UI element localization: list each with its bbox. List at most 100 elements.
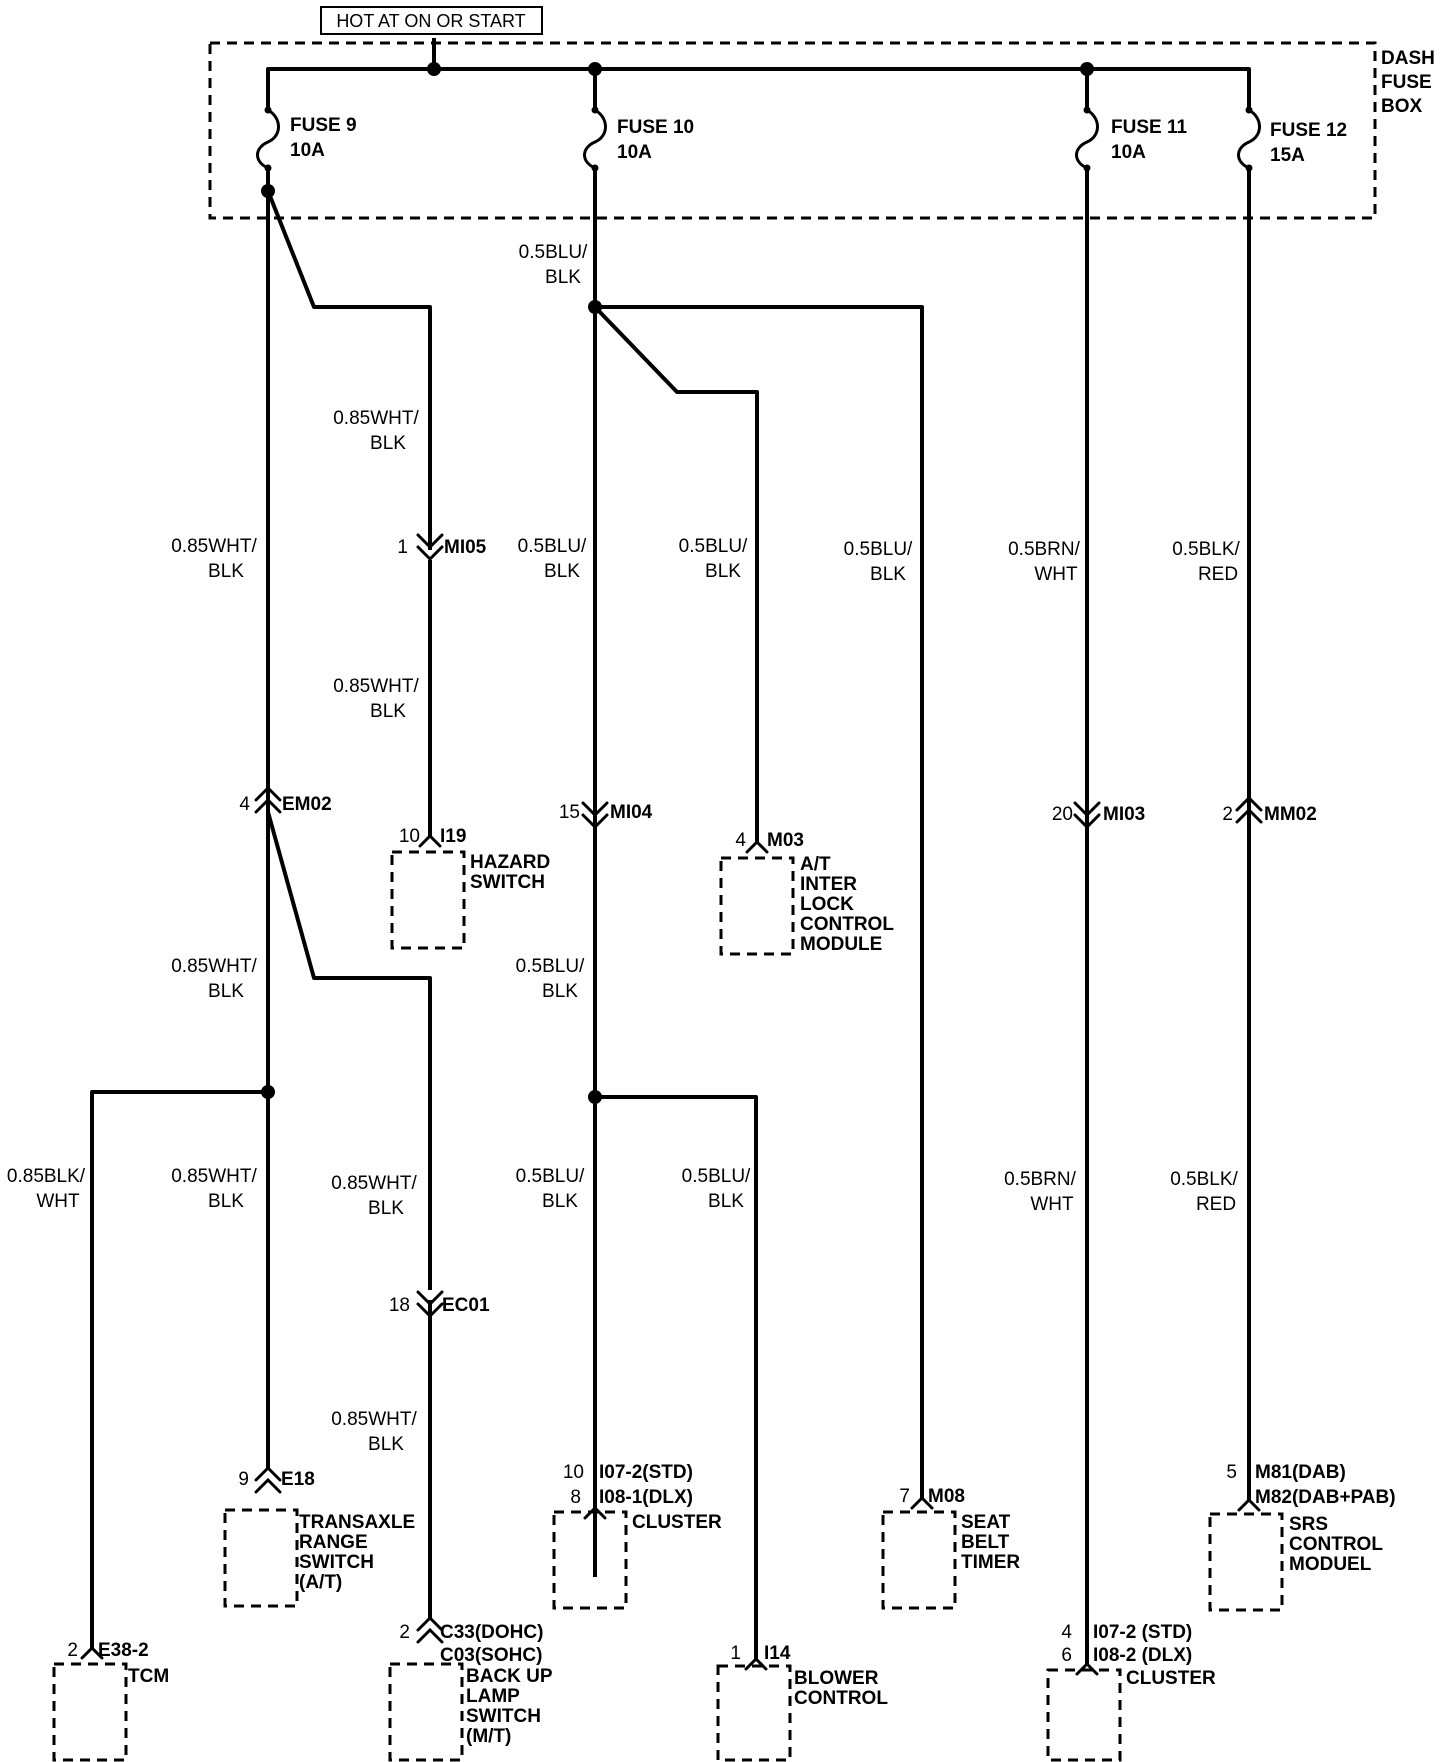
- seat-belt-timer-label: BELT: [961, 1532, 1010, 1553]
- blower-control-label: CONTROL: [794, 1688, 888, 1709]
- wire-label: WHT: [36, 1191, 80, 1212]
- srs-control-label: CONTROL: [1289, 1534, 1383, 1555]
- connector-e18-name: E18: [281, 1469, 315, 1490]
- backup-lamp-label: SWITCH: [466, 1706, 541, 1727]
- connector-c33-symbol: [416, 1615, 444, 1644]
- connector-c33-name2: C03(SOHC): [440, 1645, 542, 1666]
- at-interlock-label: LOCK: [800, 894, 854, 915]
- at-interlock-label: MODULE: [800, 934, 882, 955]
- fuse-12: FUSE 12 15A: [1237, 106, 1347, 172]
- at-interlock-label: INTER: [800, 874, 857, 895]
- connector-ec01-name: EC01: [442, 1295, 490, 1316]
- connector-mi05-symbol: [416, 533, 444, 562]
- wire-label: RED: [1196, 1194, 1236, 1215]
- connector-mi04-pin: 15: [559, 802, 580, 823]
- wire-to-mi05: [266, 190, 432, 550]
- tcm-box: [52, 1662, 128, 1762]
- fuse-10: FUSE 10 10A: [583, 106, 694, 172]
- fuse-box-label-3: BOX: [1381, 96, 1423, 117]
- backup-lamp-label: BACK UP: [466, 1666, 553, 1687]
- wire-label: 0.5BLU/: [516, 1166, 585, 1187]
- pin-i14-symbol: [744, 1656, 768, 1671]
- connector-m03-pin: 4: [735, 830, 746, 851]
- connector-c33-name1: C33(DOHC): [440, 1622, 543, 1643]
- connector-e38-pin: 2: [67, 1640, 78, 1661]
- connector-i07b-name1: I07-2 (STD): [1093, 1622, 1192, 1643]
- connector-ec01-pin: 18: [389, 1295, 410, 1316]
- connector-m08-pin: 7: [899, 1486, 910, 1507]
- srs-control-label: MODUEL: [1289, 1554, 1372, 1575]
- connector-mi04-symbol: [581, 801, 609, 830]
- wire-label: 0.5BLU/: [516, 956, 585, 977]
- wire-label: BLK: [368, 1198, 404, 1219]
- connector-ec01-symbol: [416, 1290, 444, 1319]
- srs-control-label: SRS: [1289, 1514, 1328, 1535]
- at-interlock-label: A/T: [800, 854, 831, 875]
- wire-label: 0.85WHT/: [171, 956, 257, 977]
- wire-label: 0.85WHT/: [171, 1166, 257, 1187]
- wire-label: BLK: [870, 564, 906, 585]
- connector-mi05-name: MI05: [444, 537, 487, 558]
- hot-label-text: HOT AT ON OR START: [336, 11, 525, 31]
- connector-i07b-pin1: 4: [1061, 1622, 1072, 1643]
- wire-label: 0.85WHT/: [331, 1409, 417, 1430]
- wire-label: BLK: [542, 1191, 578, 1212]
- at-interlock-label: CONTROL: [800, 914, 894, 935]
- cluster-box-1: [552, 1510, 628, 1610]
- connector-mi05-pin: 1: [397, 537, 408, 558]
- wire-label: 0.85WHT/: [333, 676, 419, 697]
- wire-label: 0.5BLU/: [518, 536, 587, 557]
- blower-control-box: [716, 1664, 792, 1762]
- wire-label: 0.5BRN/: [1008, 539, 1081, 560]
- fuse-box-label-1: DASH: [1381, 48, 1435, 69]
- fuse-9-rating: 10A: [290, 140, 325, 161]
- connector-c33-pin: 2: [399, 1622, 410, 1643]
- connector-m81-name1: M81(DAB): [1255, 1462, 1346, 1483]
- connector-i07-pin1: 10: [563, 1462, 584, 1483]
- connector-i19-name: I19: [440, 826, 466, 847]
- wire-label: 0.5BLU/: [519, 242, 588, 263]
- hazard-switch-box: [390, 850, 466, 950]
- transaxle-switch-label: (A/T): [299, 1572, 342, 1593]
- connector-i07-name2: I08-1(DLX): [599, 1487, 693, 1508]
- backup-lamp-switch-box: [388, 1662, 464, 1762]
- fuse-9: FUSE 9 10A: [256, 106, 357, 172]
- wire-label: 0.5BLK/: [1172, 539, 1240, 560]
- connector-e18-symbol: [254, 1465, 282, 1494]
- wire-label: BLK: [208, 981, 244, 1002]
- wire-to-ec01: [266, 811, 432, 1290]
- fuse-bus: [266, 67, 1251, 108]
- connector-i07b-name2: I08-2 (DLX): [1093, 1645, 1192, 1666]
- wire-label: 0.85WHT/: [331, 1173, 417, 1194]
- backup-lamp-label: LAMP: [466, 1686, 520, 1707]
- wire-label: RED: [1198, 564, 1238, 585]
- connector-mi04-name: MI04: [610, 802, 653, 823]
- transaxle-range-switch-box: [223, 1508, 299, 1608]
- srs-control-module-box: [1208, 1512, 1284, 1612]
- bus-splice-3: [1080, 62, 1094, 76]
- wire-label: 0.85WHT/: [333, 408, 419, 429]
- transaxle-switch-label: SWITCH: [299, 1552, 374, 1573]
- at-interlock-module-box: [719, 856, 795, 956]
- cluster-label-1: CLUSTER: [632, 1512, 722, 1533]
- pin-m08-symbol: [910, 1495, 934, 1510]
- blower-control-label: BLOWER: [794, 1668, 879, 1689]
- fuse-10-name: FUSE 10: [617, 117, 694, 138]
- transaxle-switch-label: TRANSAXLE: [299, 1512, 415, 1533]
- connector-i07-pin2: 8: [570, 1487, 581, 1508]
- connector-em02-pin: 4: [239, 794, 250, 815]
- bus-splice-2: [588, 62, 602, 76]
- wire-to-m08: [595, 305, 924, 1498]
- connector-i07b-pin2: 6: [1061, 1645, 1072, 1666]
- cluster-label-2: CLUSTER: [1126, 1668, 1216, 1689]
- connector-m81-pin: 5: [1226, 1462, 1237, 1483]
- wire-label: 0.85WHT/: [171, 536, 257, 557]
- connector-m81-name2: M82(DAB+PAB): [1255, 1487, 1396, 1508]
- seat-belt-timer-label: TIMER: [961, 1552, 1020, 1573]
- wire-label: 0.5BLU/: [682, 1166, 751, 1187]
- connector-mi03-name: MI03: [1103, 804, 1145, 825]
- connector-m03-name: M03: [767, 830, 804, 851]
- wire-label: BLK: [368, 1434, 404, 1455]
- wire-label: BLK: [208, 1191, 244, 1212]
